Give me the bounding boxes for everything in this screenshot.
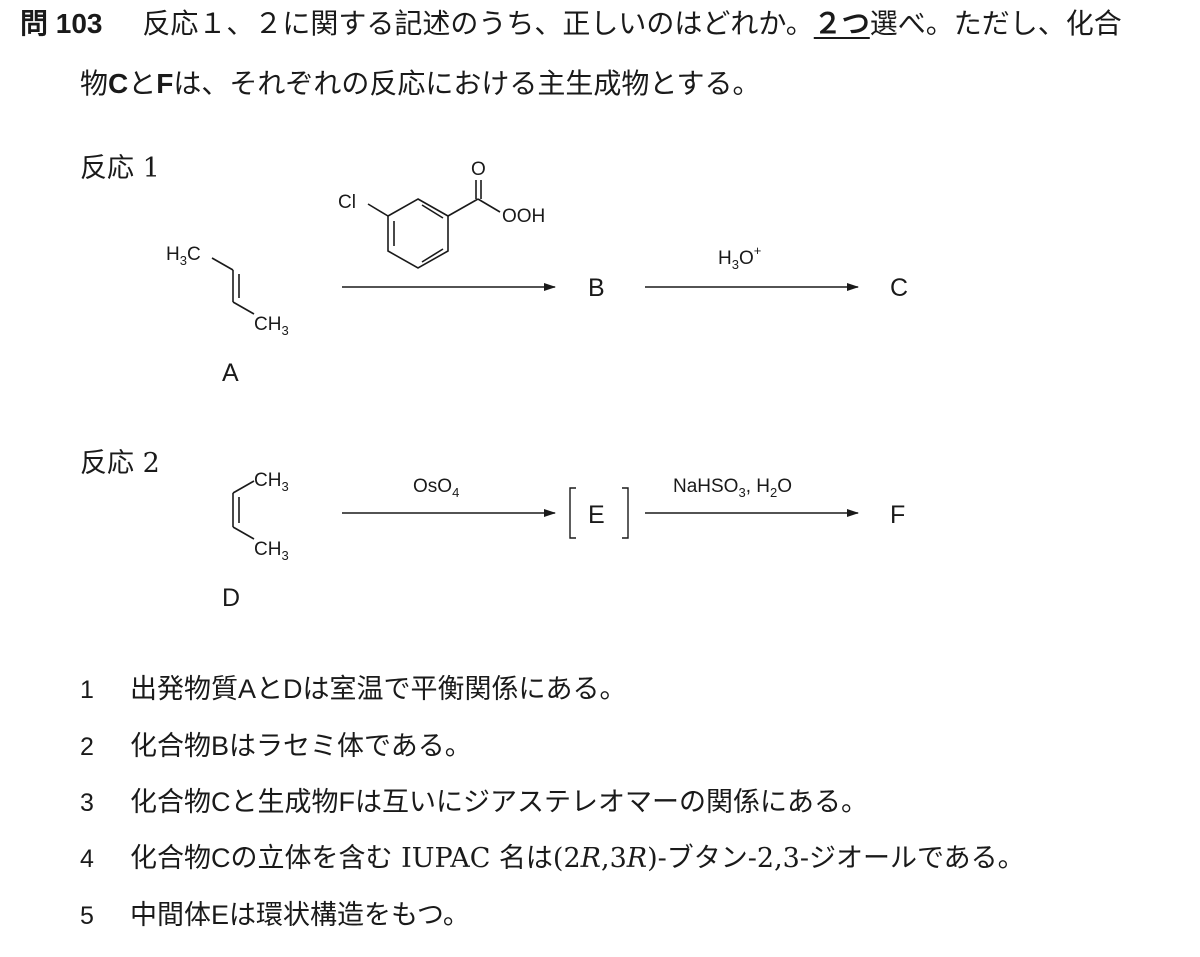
- option-text: の立体を含む IUPAC 名は(2: [230, 843, 581, 874]
- option-text: は室温で平衡関係にある。: [302, 674, 627, 705]
- d-ch3-bottom-label: CH3: [254, 539, 289, 563]
- compound-ref: A: [238, 674, 257, 704]
- option-text: はラセミ体である。: [229, 731, 472, 762]
- mcpba-cl-label: Cl: [338, 192, 356, 213]
- a-ch3-label: CH3: [254, 314, 289, 338]
- compound-ref: D: [283, 674, 303, 704]
- compound-ref: B: [211, 731, 230, 761]
- compound-d-label: D: [222, 584, 240, 612]
- question-text-2c: は、それぞれの反応における主生成物とする。: [173, 67, 761, 100]
- stereo-descriptor: R: [626, 843, 648, 874]
- product-c-label: C: [890, 274, 908, 302]
- question-text-2a: 物: [80, 67, 109, 100]
- compound-a-structure: [211, 257, 255, 315]
- option-text: と生成物: [230, 787, 339, 818]
- d-ch3-top-label: CH3: [254, 470, 289, 494]
- question-text-c: 選べ。ただし、化合: [869, 7, 1122, 40]
- option-number: 5: [80, 902, 94, 930]
- option-text: ,3: [601, 843, 627, 874]
- h3o-label: H3O+: [718, 243, 761, 272]
- option-3[interactable]: 3 化合物Cと生成物Fは互いにジアステレオマーの関係にある。: [80, 787, 868, 818]
- compound-ref: C: [211, 843, 231, 873]
- option-number: 4: [80, 845, 94, 873]
- compound-ref: E: [211, 900, 230, 930]
- question-text-2b: と: [128, 67, 157, 100]
- compound-f-ref: F: [156, 68, 174, 99]
- oso4-label: OsO4: [413, 476, 459, 500]
- nahso3-label: NaHSO3, H2O: [673, 476, 792, 500]
- intermediate-e-label: E: [588, 501, 605, 529]
- option-text: 出発物質: [130, 674, 238, 705]
- question-emphasis: ２つ: [813, 8, 870, 39]
- product-f-label: F: [890, 501, 905, 529]
- compound-ref: F: [338, 787, 356, 817]
- question-line-1: 問 103 反応１、２に関する記述のうち、正しいのはどれか。２つ選べ。ただし、化…: [20, 10, 1122, 38]
- a-h3c-label: H3C: [166, 244, 201, 268]
- option-text: 中間体: [130, 900, 211, 931]
- mcpba-ooh-label: OOH: [502, 206, 545, 227]
- option-text: 化合物: [130, 731, 211, 762]
- option-text: は環状構造をもつ。: [229, 900, 470, 931]
- option-1[interactable]: 1 出発物質AとDは室温で平衡関係にある。: [80, 674, 627, 705]
- compound-ref: C: [211, 787, 231, 817]
- option-5[interactable]: 5 中間体Eは環状構造をもつ。: [80, 900, 470, 931]
- option-text: 化合物: [130, 787, 211, 818]
- stereo-descriptor: R: [580, 843, 601, 874]
- compound-d-structure: [232, 480, 255, 540]
- option-number: 3: [80, 789, 94, 817]
- reaction-scheme: H3C CH3 A Cl O OOH B H3O+ C CH3 CH3 D Os…: [166, 159, 908, 612]
- option-text: と: [256, 674, 284, 705]
- option-text: )-ブタン-2,3-ジオールである。: [647, 843, 1025, 874]
- question-line-2: 物CとFは、それぞれの反応における主生成物とする。: [80, 70, 761, 98]
- compound-c-ref: C: [108, 68, 129, 99]
- option-text: は互いにジアステレオマーの関係にある。: [355, 787, 868, 818]
- option-number: 1: [80, 676, 94, 704]
- question-number: 問 103: [20, 8, 103, 39]
- option-text: 化合物: [130, 843, 211, 874]
- option-number: 2: [80, 733, 94, 761]
- intermediate-bracket: [569, 487, 629, 539]
- reaction-2-label: 反応 2: [80, 448, 160, 479]
- compound-a-label: A: [222, 359, 239, 387]
- option-2[interactable]: 2 化合物Bはラセミ体である。: [80, 731, 472, 762]
- mcpba-structure: [367, 180, 501, 269]
- question-text-a: 反応１、２に関する記述のうち、正しいのはどれか。: [142, 7, 814, 40]
- mcpba-o-label: O: [471, 159, 486, 180]
- reaction-1-label: 反応 1: [80, 153, 160, 184]
- product-b-label: B: [588, 274, 605, 302]
